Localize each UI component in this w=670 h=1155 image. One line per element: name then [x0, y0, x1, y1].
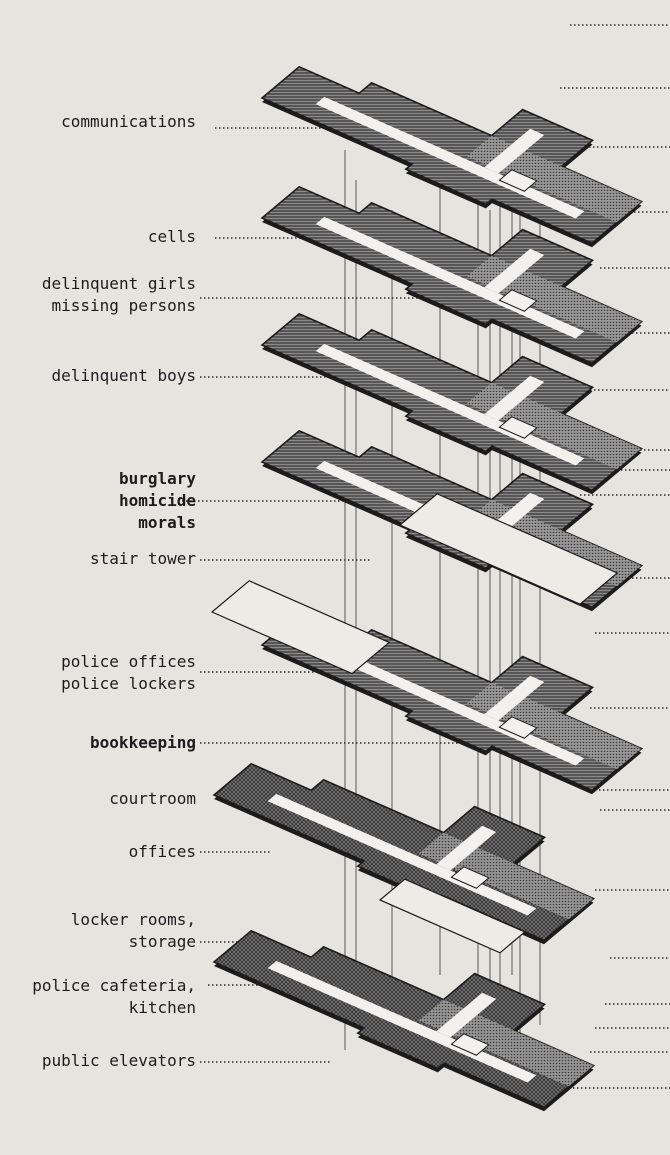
label-line: delinquent girls [41, 274, 196, 293]
label-offices: offices [129, 841, 196, 863]
stair-tower-plate [398, 493, 619, 605]
open-court-plate [210, 580, 391, 675]
corridor-branch [484, 675, 545, 721]
label-line: police lockers [61, 674, 196, 693]
label-line: storage [128, 932, 196, 951]
label-police-offices-lockers: police offices police lockers [61, 651, 196, 695]
floor-cells [260, 185, 644, 368]
right-leader-lines [545, 24, 670, 1089]
corridor-branch [484, 248, 545, 294]
elevator-core [498, 416, 538, 439]
elevator-core [498, 169, 538, 192]
label-line: kitchen [128, 998, 196, 1017]
label-line: burglary [118, 469, 196, 488]
label-delinquent-girls-missing-persons: delinquent girls missing persons [42, 273, 196, 317]
label-line: courtroom [109, 789, 196, 808]
label-stair-tower: stair tower [90, 548, 196, 570]
elevator-core [498, 716, 538, 739]
elevator-core [498, 289, 538, 312]
label-line: stair tower [90, 549, 196, 568]
label-courtroom: courtroom [109, 788, 196, 810]
label-line: police cafeteria, [32, 976, 196, 995]
label-line: missing persons [51, 296, 197, 315]
floor-slabs [210, 65, 644, 1112]
label-line: morals [138, 513, 196, 532]
floor-courts [212, 762, 596, 945]
label-police-cafeteria-kitchen: police cafeteria, kitchen [32, 975, 196, 1019]
label-bookkeeping: bookkeeping [90, 732, 196, 754]
label-line: cells [147, 227, 196, 246]
label-public-elevators: public elevators [42, 1050, 196, 1072]
open-plate [378, 878, 526, 954]
label-line: offices [128, 842, 196, 861]
label-line: delinquent boys [51, 366, 197, 385]
label-line: communications [61, 112, 196, 131]
label-communications: communications [61, 111, 196, 133]
label-burglary-homicide-morals: burglary homicide morals [119, 468, 196, 534]
corridor-branch [436, 825, 497, 871]
label-line: bookkeeping [90, 733, 196, 752]
elevator-core [450, 866, 490, 889]
label-line: public elevators [41, 1051, 196, 1070]
elevator-core [450, 1033, 490, 1056]
corridor-branch [436, 992, 497, 1038]
label-cells: cells [148, 226, 196, 248]
label-line: locker rooms, [70, 910, 196, 929]
floor-communications [260, 65, 644, 248]
corridor-branch [484, 375, 545, 421]
label-locker-rooms-storage: locker rooms, storage [71, 909, 196, 953]
floor-ground [212, 929, 596, 1112]
corridor-branch [484, 128, 545, 174]
floor-juvenile [260, 312, 644, 495]
label-delinquent-boys: delinquent boys [52, 365, 197, 387]
label-line: homicide [118, 491, 196, 510]
label-line: police offices [61, 652, 196, 671]
